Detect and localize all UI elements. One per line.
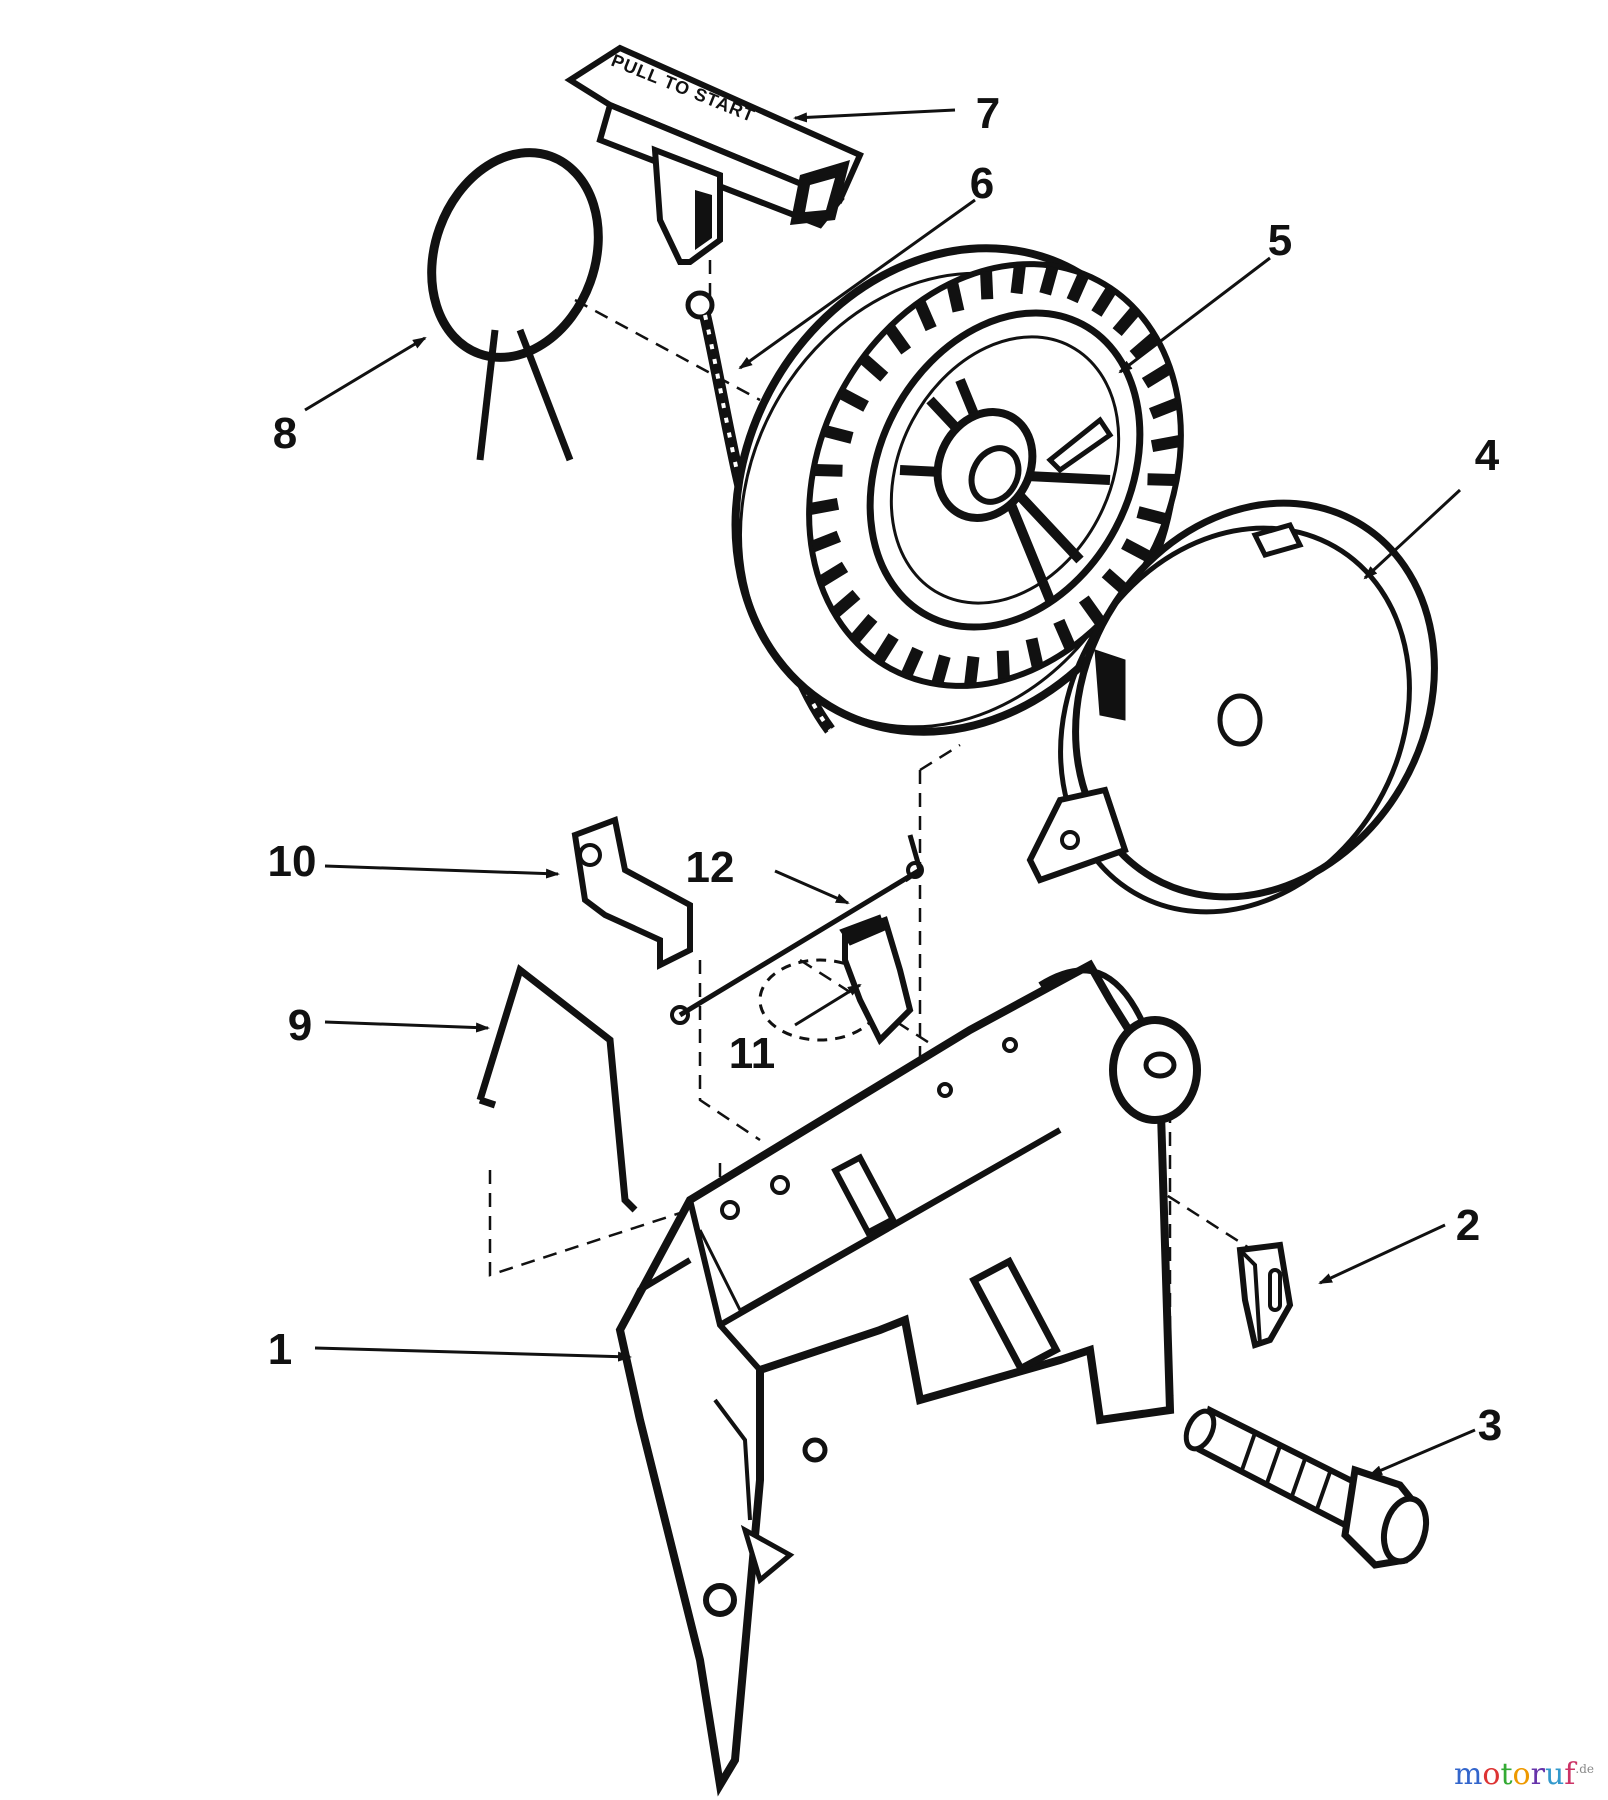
pulley-tooth — [885, 324, 912, 355]
pulley-tooth — [1147, 473, 1176, 487]
pulley-tooth — [1121, 538, 1152, 562]
callout-6: 6 — [970, 159, 994, 208]
pulley-tooth — [831, 589, 861, 618]
pulley-tooth — [850, 613, 878, 644]
part-9-wire-clip — [476, 964, 638, 1213]
callout-8: 8 — [273, 409, 297, 458]
pulley-tooth — [873, 633, 899, 664]
pulley-tooth — [980, 271, 994, 300]
part-10-plate — [571, 815, 693, 970]
callout-12: 12 — [686, 843, 735, 892]
part-12-spring — [670, 834, 924, 1025]
pulley-tooth — [1136, 506, 1167, 525]
pulley-tooth — [859, 354, 889, 382]
pulley-tooth — [946, 282, 965, 313]
pulley-tooth — [1039, 265, 1059, 296]
part-11-pawl — [758, 914, 914, 1046]
callout-5: 5 — [1268, 216, 1292, 265]
pulley-tooth — [914, 300, 937, 332]
pulley-tooth — [1078, 595, 1105, 626]
part-3-bolt — [1183, 1405, 1430, 1569]
part-2-clip — [1236, 1241, 1294, 1349]
pulley-tooth — [901, 646, 924, 678]
pulley-tooth — [817, 561, 849, 587]
pulley-tooth — [1025, 637, 1044, 668]
pulley-tooth — [1010, 264, 1026, 295]
callout-labels: 1 2 3 4 5 6 7 8 9 10 11 12 — [268, 89, 1503, 1450]
pulley-tooth — [1149, 397, 1180, 420]
pulley-tooth — [1066, 272, 1089, 304]
pulley-tooth — [1141, 363, 1173, 389]
pulley-tooth — [1053, 618, 1076, 650]
pulley-tooth — [1129, 332, 1159, 361]
part-4-cover — [1026, 499, 1438, 915]
pulley-tooth — [823, 425, 854, 444]
leader-arrows — [304, 108, 1476, 1477]
pulley-tooth — [996, 650, 1010, 679]
callout-4: 4 — [1475, 431, 1500, 480]
callout-9: 9 — [288, 1001, 312, 1050]
callout-3: 3 — [1478, 1401, 1502, 1450]
part-1-bracket — [615, 959, 1201, 1797]
pulley-tooth — [810, 530, 841, 553]
callout-1: 1 — [268, 1325, 292, 1374]
pulley-tooth — [1091, 286, 1117, 317]
pulley-tooth — [931, 654, 951, 685]
part-7-pull-handle: PULL TO START — [564, 44, 864, 265]
watermark-logo: motoruf.de — [1454, 1757, 1594, 1792]
pulley-tooth — [814, 463, 843, 477]
pulley-tooth — [1150, 435, 1181, 453]
callout-2: 2 — [1456, 1201, 1480, 1250]
watermark-suffix: .de — [1575, 1762, 1594, 1776]
callout-11: 11 — [729, 1029, 776, 1078]
watermark-brand: motoruf — [1453, 1757, 1576, 1792]
pulley-tooth — [838, 388, 869, 412]
pulley-tooth — [1112, 306, 1140, 337]
part-8-wire-ring — [427, 148, 603, 462]
callout-10: 10 — [268, 837, 317, 886]
pulley-tooth — [964, 655, 980, 686]
pulley-tooth — [809, 497, 840, 515]
callout-7: 7 — [976, 89, 1000, 138]
